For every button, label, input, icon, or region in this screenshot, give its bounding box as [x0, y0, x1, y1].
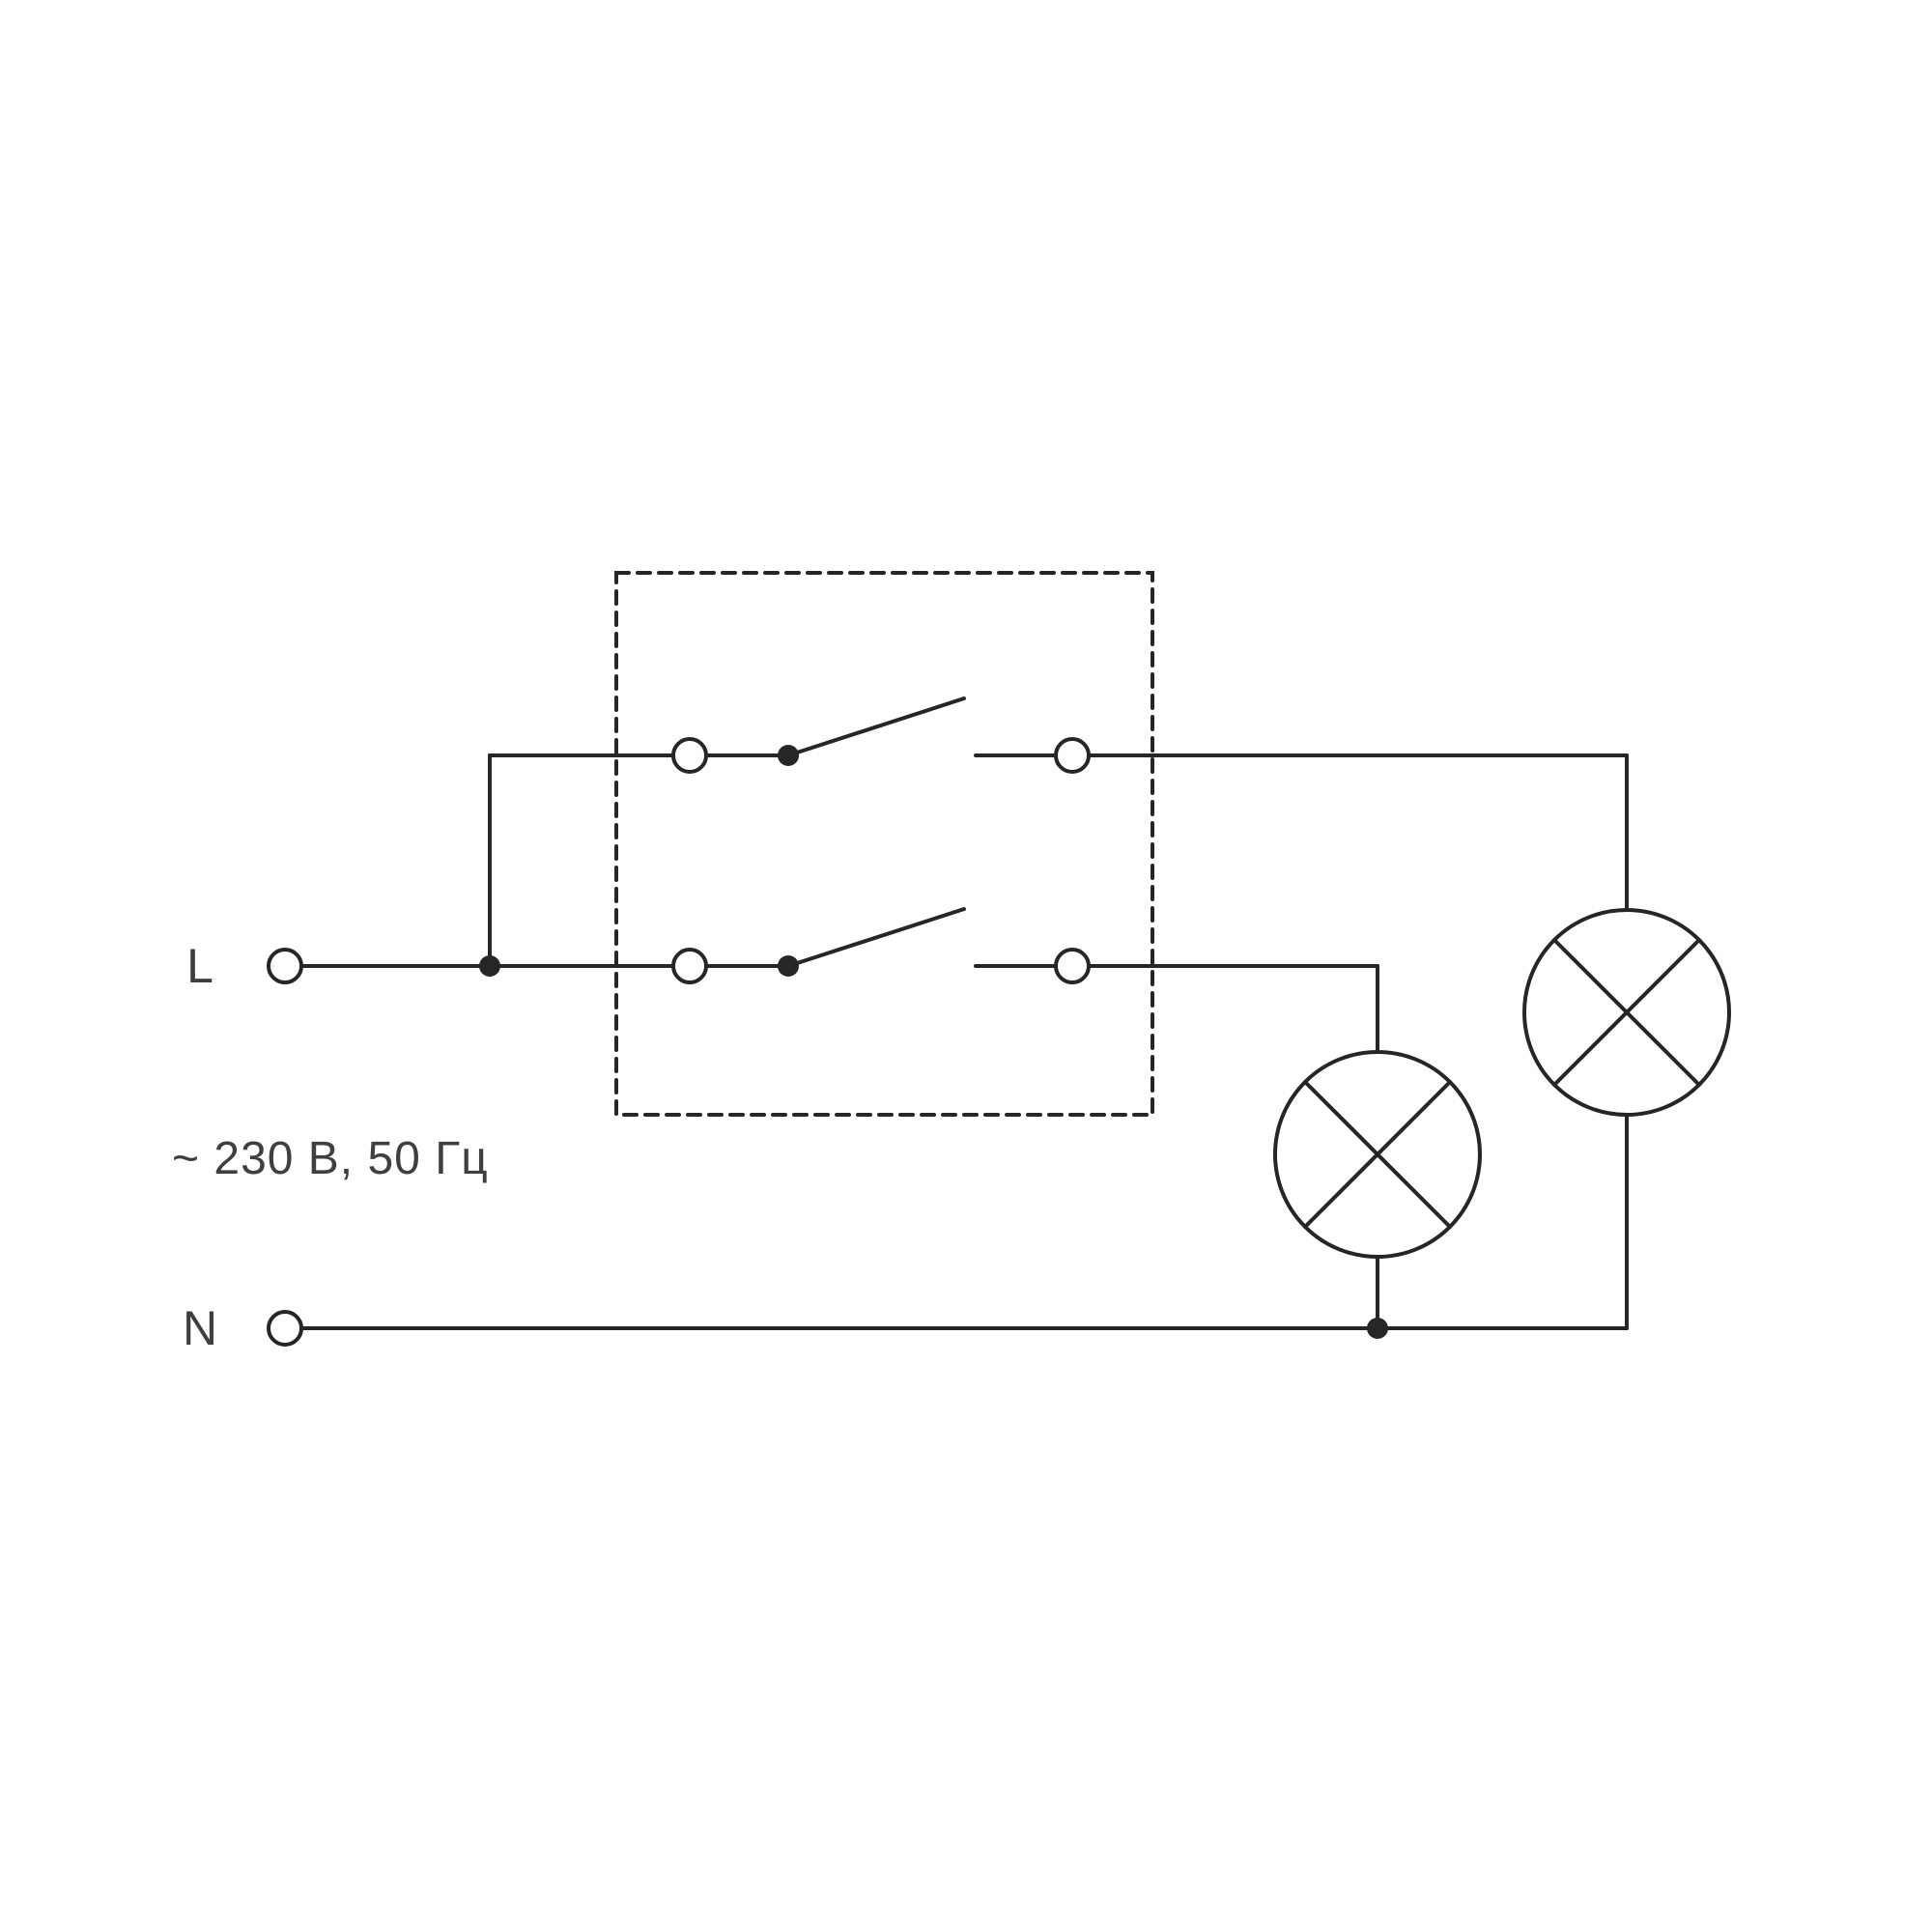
junction-dot-icon — [778, 745, 799, 766]
terminal-group — [267, 737, 1091, 1347]
open-terminal-icon — [1054, 948, 1091, 984]
junction-dot-icon — [479, 955, 500, 977]
junction-dot-icon — [1367, 1318, 1388, 1339]
switch1-lever — [786, 696, 966, 757]
switch-enclosure-box — [614, 571, 1154, 1117]
switch2-lever — [786, 907, 966, 968]
open-terminal-icon — [671, 737, 708, 774]
junction-dot-group — [479, 745, 1388, 1339]
neutral-terminal-label: N — [183, 1301, 217, 1355]
open-terminal-icon — [267, 948, 303, 984]
open-terminal-icon — [671, 948, 708, 984]
lamp1-cross-2 — [1552, 938, 1701, 1087]
junction-dot-icon — [778, 955, 799, 977]
open-terminal-icon — [1054, 737, 1091, 774]
power-rating-label: ~ 230 В, 50 Гц — [172, 1133, 489, 1184]
lamp2-cross-2 — [1303, 1080, 1452, 1229]
wire-group — [267, 571, 1731, 1347]
line-terminal-label: L — [186, 939, 213, 993]
open-terminal-icon — [267, 1310, 303, 1347]
lamp-icon — [1522, 908, 1731, 1117]
lamp-icon — [1273, 1050, 1482, 1259]
label-group: L N ~ 230 В, 50 Гц — [172, 939, 489, 1355]
